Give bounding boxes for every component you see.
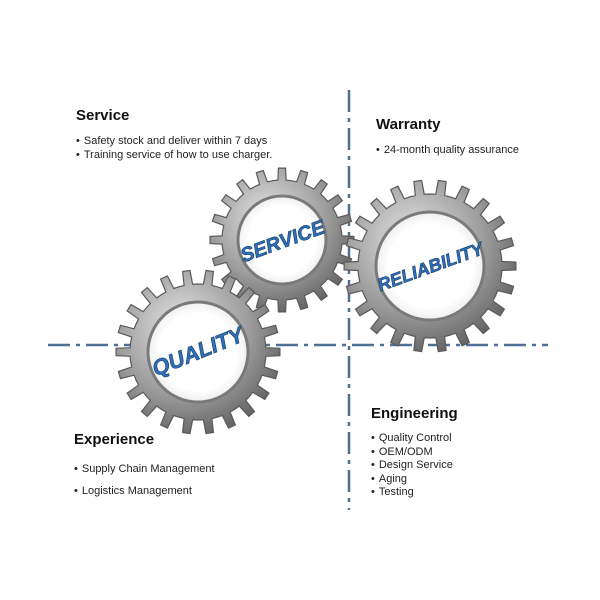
warranty-item: 24-month quality assurance bbox=[376, 143, 519, 157]
experience-section: Experience Supply Chain Management Logis… bbox=[74, 431, 215, 502]
engineering-item: OEM/ODM bbox=[371, 446, 458, 460]
engineering-item: Quality Control bbox=[371, 432, 458, 446]
service-item: Safety stock and deliver within 7 days bbox=[76, 134, 272, 148]
engineering-section: Engineering Quality Control OEM/ODM Desi… bbox=[371, 405, 458, 500]
warranty-title: Warranty bbox=[376, 116, 441, 133]
quality-gear: QUALITY bbox=[115, 269, 281, 435]
experience-item: Logistics Management bbox=[74, 480, 215, 502]
engineering-item: Testing bbox=[371, 486, 458, 500]
engineering-title: Engineering bbox=[371, 405, 458, 422]
experience-title: Experience bbox=[74, 431, 155, 448]
engineering-item: Design Service bbox=[371, 459, 458, 473]
engineering-item: Aging bbox=[371, 473, 458, 487]
reliability-gear: RELIABILITY bbox=[343, 179, 517, 353]
gear-hub bbox=[236, 194, 328, 286]
gear-hub bbox=[374, 210, 486, 322]
service-title: Service bbox=[76, 107, 130, 124]
service-item: Training service of how to use charger. bbox=[76, 148, 273, 162]
warranty-section: Warranty 24-month quality assurance bbox=[376, 116, 519, 157]
service-section: Service Safety stock and deliver within … bbox=[76, 107, 272, 162]
service-gear: SERVICE bbox=[209, 167, 355, 313]
experience-item: Supply Chain Management bbox=[74, 458, 215, 480]
gear-hub bbox=[146, 300, 250, 404]
